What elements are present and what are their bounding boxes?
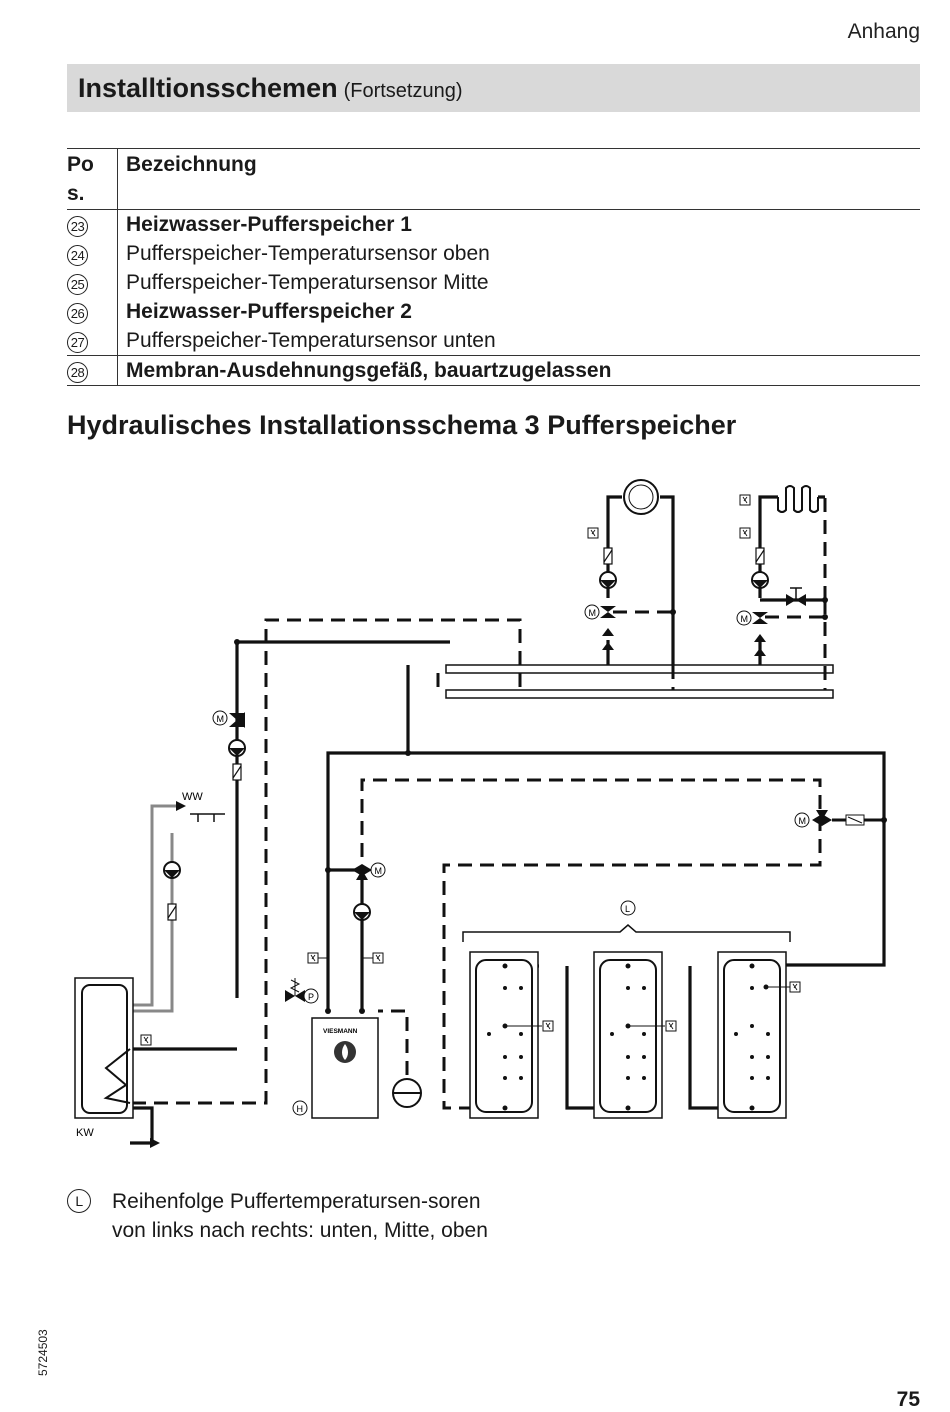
position-marker: 23 bbox=[67, 216, 88, 237]
mixing-valve-dhw bbox=[212, 710, 245, 728]
circulation-pump-icon bbox=[163, 861, 181, 879]
distribution-manifold-lower bbox=[445, 689, 834, 699]
pump-label-p: P bbox=[308, 992, 314, 1002]
buffer-connection-dots bbox=[487, 963, 770, 1111]
dhw-charging-pump-icon bbox=[228, 739, 246, 757]
buffer-sensor-bottom-icon bbox=[542, 1020, 554, 1032]
flame-inner bbox=[342, 1044, 348, 1060]
table-row: 26 Heizwasser-Pufferspeicher 2 bbox=[67, 297, 920, 326]
footnote: L Reihenfolge Puffertemperatursen-soren … bbox=[67, 1187, 492, 1245]
motor-label-boiler: M bbox=[375, 866, 383, 876]
table-row: 27 Pufferspeicher-Temperatursensor unten bbox=[67, 326, 920, 356]
circuit1-sensor-icon bbox=[587, 527, 599, 539]
position-marker: 25 bbox=[67, 274, 88, 295]
mixing-valve-circuit2 bbox=[736, 587, 806, 656]
column-header-designation: Bezeichnung bbox=[117, 148, 920, 210]
mixing-valve-boiler bbox=[352, 862, 386, 880]
buffer-sensor-middle-icon bbox=[665, 1020, 677, 1032]
buffer-tank-3 bbox=[717, 951, 787, 1119]
hydraulic-schema-diagram: WW KW M M P VIESMANN H bbox=[74, 479, 887, 1148]
brand-label: VIESMANN bbox=[323, 1028, 358, 1035]
position-marker: 24 bbox=[67, 245, 88, 266]
dhw-cylinder bbox=[74, 977, 134, 1119]
table-row: 24 Pufferspeicher-Temperatursensor oben bbox=[67, 239, 920, 268]
return-piping bbox=[132, 497, 827, 1110]
page-title: Installtionsschemen bbox=[78, 72, 338, 103]
table-row: 28 Membran-Ausdehnungsgefäß, bauartzugel… bbox=[67, 355, 920, 386]
position-marker: 27 bbox=[67, 332, 88, 353]
motor-label-buffer: M bbox=[799, 816, 807, 826]
schema-heading: Hydraulisches Installationsschema 3 Puff… bbox=[67, 410, 737, 440]
heater-marker bbox=[292, 1100, 308, 1116]
hot-water-circulation-piping bbox=[128, 804, 176, 1013]
boiler-flow-sensor-icon bbox=[372, 952, 384, 964]
position-marker: 26 bbox=[67, 303, 88, 324]
expansion-vessel bbox=[392, 1078, 422, 1108]
circuit2-outdoor-sensor-icon bbox=[739, 494, 751, 506]
mixing-valve-circuit1 bbox=[584, 604, 616, 650]
buffer-sensor-leads bbox=[505, 986, 790, 1027]
check-valve-icon bbox=[232, 763, 242, 781]
boiler-pump-icon bbox=[353, 903, 371, 921]
check-valve-icon bbox=[755, 547, 765, 565]
table-row: 25 Pufferspeicher-Temperatursensor Mitte bbox=[67, 268, 920, 297]
dhw-temperature-sensor-icon bbox=[140, 1034, 152, 1046]
kw-inlet-arrow bbox=[150, 1138, 160, 1148]
circuit1-pump-icon bbox=[599, 571, 617, 589]
mixing-valve-buffer bbox=[794, 810, 884, 828]
ww-label: WW bbox=[182, 791, 203, 803]
page-number: 75 bbox=[896, 1388, 920, 1411]
document-number: 5724503 bbox=[36, 1329, 50, 1376]
section-label: Anhang bbox=[847, 20, 920, 43]
buffer-sensor-top-icon bbox=[789, 981, 801, 993]
legend-table: Po s. Bezeichnung 23 Heizwasser-Puffersp… bbox=[67, 148, 920, 386]
hot-water-taps-icon bbox=[190, 813, 225, 822]
footnote-text: Reihenfolge Puffertemperatursen-soren vo… bbox=[112, 1190, 488, 1242]
heating-circuit-radiator bbox=[623, 479, 659, 515]
boiler-return-sensor-icon bbox=[307, 952, 319, 964]
row-label: Heizwasser-Pufferspeicher 2 bbox=[117, 297, 920, 326]
ww-outlet-arrow bbox=[176, 801, 186, 811]
page-title-band: Installtionsschemen (Fortsetzung) bbox=[67, 64, 920, 112]
footnote-marker: L bbox=[67, 1189, 91, 1213]
buffer-group-label: L bbox=[625, 904, 630, 914]
column-header-pos: Po s. bbox=[67, 148, 118, 210]
row-label: Pufferspeicher-Temperatursensor Mitte bbox=[117, 268, 920, 297]
position-marker: 28 bbox=[67, 362, 88, 383]
kw-label: KW bbox=[76, 1127, 94, 1139]
check-valve-icon bbox=[603, 547, 613, 565]
motor-label-circuit1: M bbox=[589, 608, 597, 618]
motor-label-circuit2: M bbox=[741, 614, 749, 624]
buffer-group-bracket bbox=[462, 924, 791, 942]
heater-label: H bbox=[297, 1104, 304, 1114]
row-label: Pufferspeicher-Temperatursensor oben bbox=[117, 239, 920, 268]
pipe-junction-dots bbox=[234, 597, 887, 1014]
page-title-suffix: (Fortsetzung) bbox=[343, 79, 463, 102]
circuit2-pump-icon bbox=[751, 571, 769, 589]
buffer-tank-1 bbox=[469, 951, 539, 1119]
buffer-group-marker bbox=[620, 900, 636, 916]
row-label: Pufferspeicher-Temperatursensor unten bbox=[117, 326, 920, 356]
row-label: Heizwasser-Pufferspeicher 1 bbox=[117, 209, 920, 239]
circuit2-sensor-icon bbox=[739, 527, 751, 539]
table-row: 23 Heizwasser-Pufferspeicher 1 bbox=[67, 209, 920, 239]
boiler-unit bbox=[311, 1017, 379, 1119]
table-header-row: Po s. Bezeichnung bbox=[67, 148, 920, 210]
motor-label-dhw: M bbox=[217, 714, 225, 724]
underfloor-heating-coil-icon bbox=[777, 485, 819, 513]
check-valve-icon bbox=[167, 903, 177, 921]
buffer-tank-2 bbox=[593, 951, 663, 1119]
safety-valve bbox=[285, 978, 319, 1004]
row-label: Membran-Ausdehnungsgefäß, bauartzugelass… bbox=[117, 355, 920, 386]
distribution-manifold-upper bbox=[445, 664, 834, 674]
